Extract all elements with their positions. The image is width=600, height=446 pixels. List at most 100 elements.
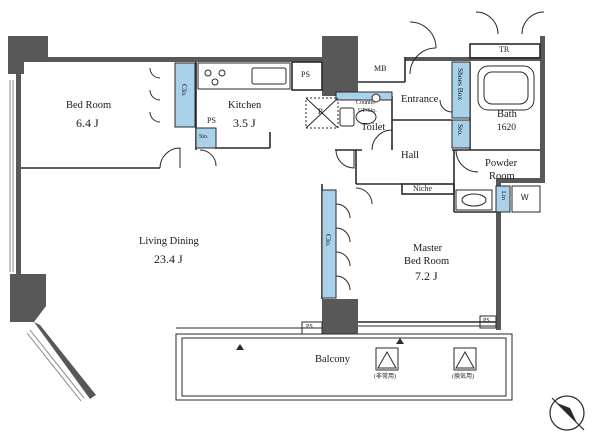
door-toilet (335, 149, 355, 169)
column-middle (322, 299, 358, 334)
ps-balcony-right-box (479, 315, 497, 329)
arrow-mark-left (236, 344, 244, 350)
kitchen-ps-diag-2 (305, 97, 339, 129)
storage-clo-master (321, 189, 337, 299)
compass-icon (549, 395, 585, 431)
column-mb (322, 36, 358, 96)
master-bed-room-name-2: Bed Room (404, 256, 450, 267)
door-bath-1 (475, 11, 499, 35)
bath-size: 1620 (497, 123, 516, 133)
storage-sto-bed (195, 127, 217, 149)
outer-walls (8, 36, 545, 399)
hatch-right-triangle (455, 350, 475, 369)
doors (149, 11, 545, 291)
counter-basin (371, 93, 381, 103)
kitchen-area: 3.5 J (233, 116, 256, 130)
bath-fixture (477, 65, 535, 111)
entrance-name: Entrance (401, 94, 439, 105)
w-label: W (521, 193, 529, 202)
toilet-tank (339, 107, 355, 127)
washer-box (511, 185, 541, 213)
toilet-name: Toilet (361, 122, 386, 133)
storage-clo-bed (174, 62, 196, 128)
column-bottom-left (10, 274, 46, 322)
window-diag-2 (26, 332, 82, 402)
windows (9, 80, 85, 402)
toilet-fixture (339, 93, 381, 127)
stove-burner-2 (218, 69, 226, 77)
storage-kitchen-counter (197, 62, 291, 90)
door-bed-1 (149, 67, 161, 79)
counter-label-1: Counter (356, 100, 376, 106)
door-bath-2 (521, 11, 545, 35)
powder-room-name-2: Room (489, 171, 515, 182)
ps-box-kitchen (291, 61, 323, 91)
counter-label-2: UP/Sto. (358, 108, 377, 114)
storage-shoes-box (451, 61, 471, 119)
stove-burner-3 (211, 78, 219, 86)
door-bed-2 (149, 89, 161, 101)
bed-room-area: 6.4 J (76, 116, 99, 130)
ps-balcony-left-label: PS (306, 324, 313, 330)
toilet-bowl (355, 109, 377, 125)
storage (174, 61, 511, 299)
hall-name: Hall (401, 150, 420, 161)
powder-room-name-1: Powder (485, 158, 518, 169)
hatch-right-caption: (換気用) (452, 374, 474, 380)
r-mark-label: R (318, 107, 324, 116)
ps-kitchen-label: PS (207, 116, 216, 125)
wall-top-right (405, 57, 545, 61)
door-powder (455, 149, 479, 173)
balcony-inner (181, 337, 507, 397)
wall-right-jog (496, 178, 545, 183)
wall-right (540, 36, 545, 182)
ps-balcony-right-label: PS (483, 318, 490, 324)
bathtub-inner (483, 71, 529, 105)
door-master-clo-2 (335, 227, 351, 243)
balcony-marks (236, 338, 404, 350)
tr-label: TR (499, 45, 510, 54)
clo-master-label: Clo. (323, 234, 333, 247)
kitchen-fixtures (204, 67, 339, 129)
shoes-box-label: Shoes Box (455, 68, 465, 101)
tr-box (469, 43, 541, 59)
balcony (175, 315, 513, 401)
door-entrance-1 (409, 21, 437, 49)
powder-fixtures (455, 185, 541, 213)
sto-entrance-label: Sto. (455, 124, 465, 136)
bath-name: Bath (497, 109, 517, 120)
stove-burner-1 (204, 69, 212, 77)
door-entrance-2 (409, 47, 437, 75)
hatch-left-triangle (377, 350, 397, 369)
wall-top (48, 57, 322, 62)
clo-bed-label: Clo. (179, 84, 189, 97)
door-master-1 (355, 187, 373, 205)
washbasin (461, 193, 487, 207)
sto-bed-label: Sto. (199, 134, 209, 140)
door-master-clo-4 (335, 275, 351, 291)
balcony-outline (175, 333, 513, 401)
door-hall (371, 129, 393, 151)
master-bed-room-name-1: Master (413, 243, 443, 254)
storage-counter-blue (335, 91, 393, 101)
door-master-clo-1 (335, 203, 351, 219)
wall-diagonal (34, 322, 96, 399)
mb-label: MB (374, 64, 387, 73)
ps-kitchen-top-label: PS (301, 70, 310, 79)
sink (251, 67, 287, 85)
door-bed-room (159, 147, 181, 169)
storage-sto-entrance (451, 119, 471, 149)
storage-lin (495, 185, 511, 213)
wall-left (16, 74, 21, 274)
master-bed-room-area: 7.2 J (415, 269, 438, 283)
hatch-right-box (453, 347, 477, 371)
wall-right-lower (496, 182, 501, 330)
hatch-icon (375, 347, 477, 371)
hatch-left-caption: (非常用) (374, 374, 396, 380)
niche-label: Niche (413, 184, 433, 193)
door-master-clo-3 (335, 251, 351, 267)
lin-label: Lin (499, 191, 507, 201)
kitchen-ps-dashed (305, 97, 339, 129)
living-dining-name: Living Dining (139, 236, 199, 247)
